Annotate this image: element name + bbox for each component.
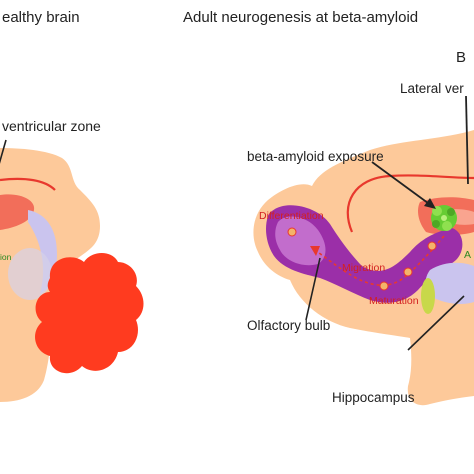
hippocampus-green-spot xyxy=(421,278,435,314)
cell-dot-2 xyxy=(403,267,413,277)
left-ventricle-salmon xyxy=(0,194,35,230)
olfactory-bulb-label: Olfactory bulb xyxy=(247,318,330,333)
cell-dot-3 xyxy=(427,241,437,251)
hippocampus-pointer xyxy=(407,295,465,351)
migration-label: Migration xyxy=(342,262,385,274)
left-tumor-blob xyxy=(35,253,144,374)
differentiation-label: Differentiation xyxy=(259,210,324,222)
lateral-ventricle-label: Lateral ver xyxy=(400,81,464,96)
right-panel: Adult neurogenesis at beta-amyloid B Lat… xyxy=(183,9,474,406)
panel-letter: B xyxy=(456,49,466,66)
left-gray-area xyxy=(8,248,52,300)
beta-amyloid-pointer xyxy=(371,161,433,207)
migration-arrow-head xyxy=(310,246,320,256)
beta-amyloid-label: beta-amyloid exposure xyxy=(247,149,384,164)
left-panel: ealthy brain ventricular zone ion xyxy=(0,9,144,402)
hippocampus-lavender xyxy=(425,262,474,304)
beta-amyloid-pointer-head xyxy=(424,198,436,209)
cell-dot-1 xyxy=(379,281,389,291)
right-edge-label: A xyxy=(464,249,471,261)
hippocampus-label: Hippocampus xyxy=(332,390,415,405)
olfactory-pointer xyxy=(305,257,321,321)
lateral-ventricle-pointer xyxy=(465,95,469,185)
right-panel-title: Adult neurogenesis at beta-amyloid xyxy=(183,9,418,26)
olfactory-bulb-inner xyxy=(275,216,326,266)
cell-dot-4 xyxy=(287,227,297,237)
left-panel-title: ealthy brain xyxy=(2,9,80,26)
maturation-label: Maturation xyxy=(369,295,419,307)
left-ventricle-outline xyxy=(0,177,56,191)
amyloid-cluster xyxy=(431,205,457,231)
left-pointer-line xyxy=(0,139,7,164)
left-cut-label: ion xyxy=(0,252,12,262)
left-subventricular-label: ventricular zone xyxy=(2,118,101,134)
